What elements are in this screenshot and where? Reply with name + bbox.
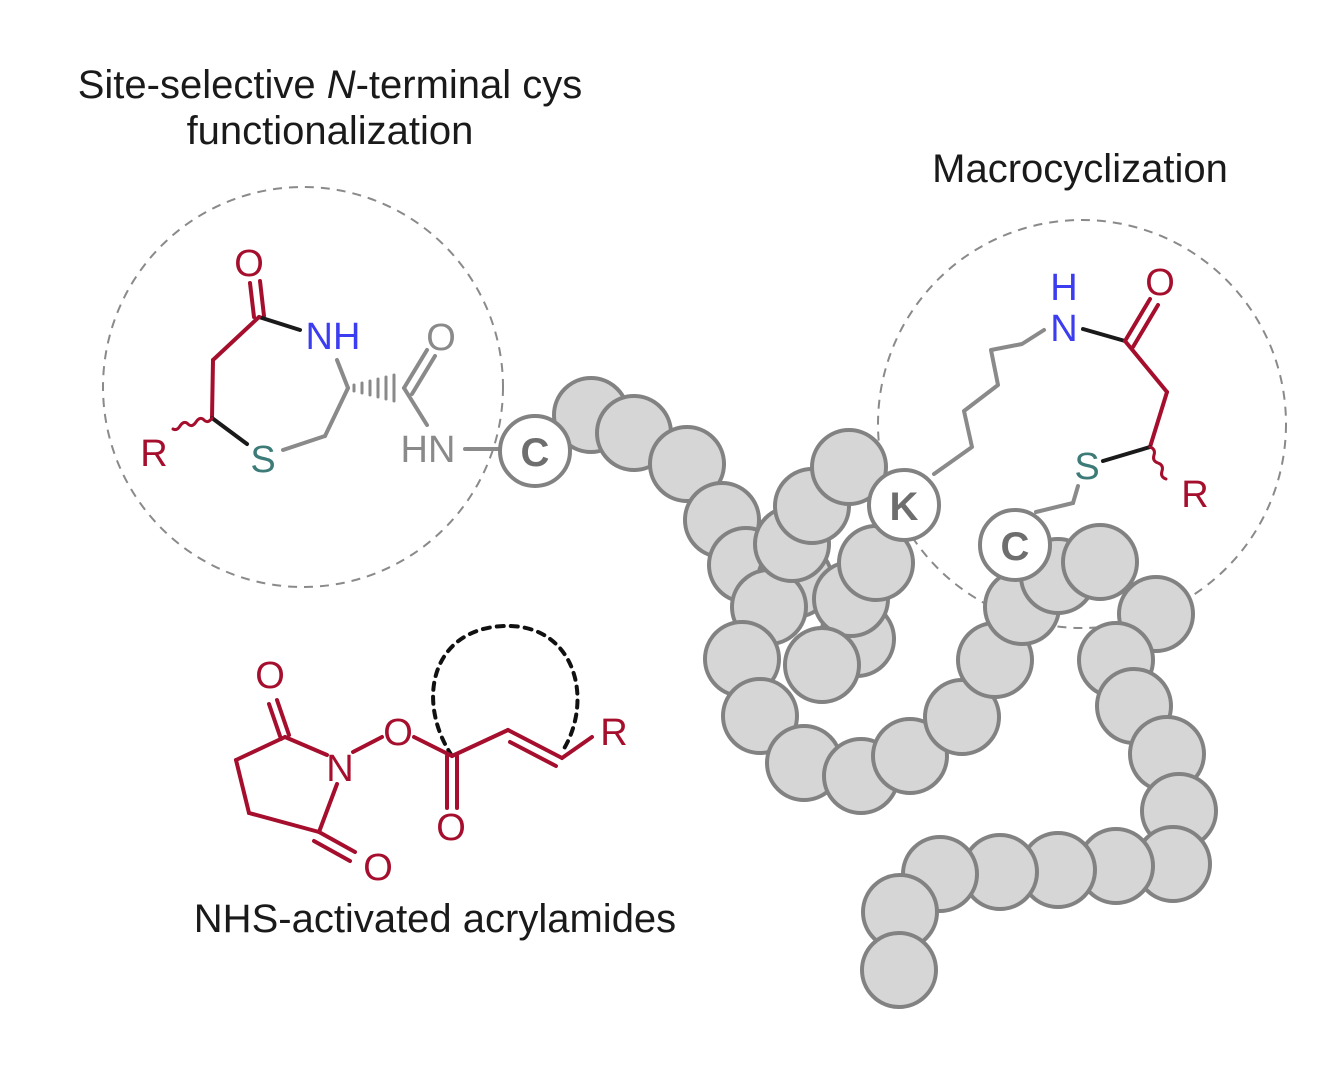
residue-k-circle xyxy=(867,468,941,542)
label-r-nhs: R xyxy=(600,712,627,754)
caption-left-line2: functionalization xyxy=(186,109,474,153)
bond-ch2-ch-r xyxy=(1148,390,1169,449)
bond-ring-co-top-a xyxy=(275,698,291,737)
thiazepanone-structure: O NH S R O HN xyxy=(140,243,507,481)
bond-s-ch2 xyxy=(281,434,327,452)
bond-ch2-ch xyxy=(210,358,215,420)
lysine-side-chain xyxy=(932,328,1046,476)
label-ring-s: S xyxy=(250,439,275,481)
bond-calpha-nh xyxy=(335,358,350,390)
bond-amide-co-a xyxy=(402,348,429,390)
caption-macrocyclization: Macrocyclization xyxy=(932,147,1228,191)
caption-left-part-b: -terminal cys xyxy=(355,63,583,107)
hashed-wedge-bond xyxy=(352,373,396,403)
peptide-bead xyxy=(648,425,726,503)
label-ester-o: O xyxy=(383,712,413,754)
dashed-arc-ring xyxy=(431,623,580,758)
bond-ring-c1-ch2 xyxy=(234,735,287,762)
bond-ring-ch2-ch2 xyxy=(234,758,251,815)
bond-ring-n-c1 xyxy=(283,735,329,757)
label-carbonyl-o-right: O xyxy=(1145,262,1175,304)
bond-ch-s-r xyxy=(1101,445,1152,463)
label-nhs-o-bottom: O xyxy=(363,847,393,889)
label-thioether-s: S xyxy=(1074,446,1099,488)
bond-amide-co-b xyxy=(410,354,437,396)
left-highlight-circle xyxy=(102,186,504,588)
peptide-chain xyxy=(552,376,1218,1009)
bond-ring-co-top-b xyxy=(267,702,283,741)
bond-ch2-cys xyxy=(1034,501,1075,514)
nhs-ester-structure: O N O O O R xyxy=(234,623,628,889)
bond-ring-co-bot-b xyxy=(312,839,352,863)
bond-alkene-double-b xyxy=(508,740,558,768)
residue-labels: C K C xyxy=(498,414,1052,582)
label-n: N xyxy=(1050,308,1077,350)
peptide-bead xyxy=(871,717,949,795)
residue-c-right-label: C xyxy=(1001,525,1030,569)
bond-s-ch2-r xyxy=(1071,484,1080,505)
bond-n-carbonyl xyxy=(1081,327,1127,343)
caption-left-part-a: Site-selective xyxy=(77,63,327,107)
label-r-right: R xyxy=(1181,474,1208,516)
caption-left-line1: Site-selective N-terminal cys xyxy=(40,62,620,108)
bond-c-nh xyxy=(257,315,302,332)
label-amide-o: O xyxy=(426,317,456,359)
bond-alkene-double-a xyxy=(506,728,564,760)
peptide-bead xyxy=(783,626,861,704)
residue-c-right-circle xyxy=(978,508,1052,582)
peptide-bead xyxy=(810,428,888,506)
bond-ch2-calpha xyxy=(323,386,350,438)
label-amide-hn: HN xyxy=(401,429,456,471)
bond-c-ch2 xyxy=(211,315,261,362)
label-ring-nh: NH xyxy=(306,316,361,358)
bond-co-double-b-r xyxy=(1131,303,1160,349)
caption-nhs-activated-acrylamides: NHS-activated acrylamides xyxy=(193,897,677,941)
label-r-left: R xyxy=(140,433,167,475)
bond-r-wavy-right xyxy=(1148,445,1168,481)
peptide-bead xyxy=(860,931,938,1009)
bond-co-double-a xyxy=(248,281,256,319)
label-carbonyl-o: O xyxy=(234,243,264,285)
bond-co-double-a-r xyxy=(1123,297,1152,343)
bond-c-ch2-r xyxy=(1123,339,1169,394)
macrocycle-structure: H N O S R xyxy=(932,262,1209,516)
bond-ch-s xyxy=(210,416,249,446)
bond-alkene-r xyxy=(560,735,594,760)
bond-ring-c2-n xyxy=(317,782,339,834)
bond-ring-co-bot-a xyxy=(317,830,357,854)
residue-c-left-label: C xyxy=(521,431,550,475)
label-h: H xyxy=(1050,267,1077,309)
bond-o-c xyxy=(412,735,454,758)
residue-k-label: K xyxy=(890,485,919,529)
caption-n-terminal-functionalization: Site-selective N-terminal cys functional… xyxy=(40,62,620,154)
bond-ring-ch2-c2 xyxy=(247,811,321,834)
peptide-bead xyxy=(1061,523,1139,601)
residue-c-left-circle xyxy=(498,414,572,488)
bond-co-double-b xyxy=(258,279,266,318)
label-carbonyl-o-nhs: O xyxy=(436,807,466,849)
bond-c-alkene xyxy=(450,728,510,758)
bond-r-wavy xyxy=(171,416,214,432)
label-nhs-n: N xyxy=(326,748,353,790)
bond-amide-c-n xyxy=(402,386,429,427)
label-nhs-o-top: O xyxy=(255,655,285,697)
caption-left-italic-n: N xyxy=(326,63,356,107)
bond-n-o xyxy=(351,735,384,754)
right-highlight-circle xyxy=(877,219,1287,629)
